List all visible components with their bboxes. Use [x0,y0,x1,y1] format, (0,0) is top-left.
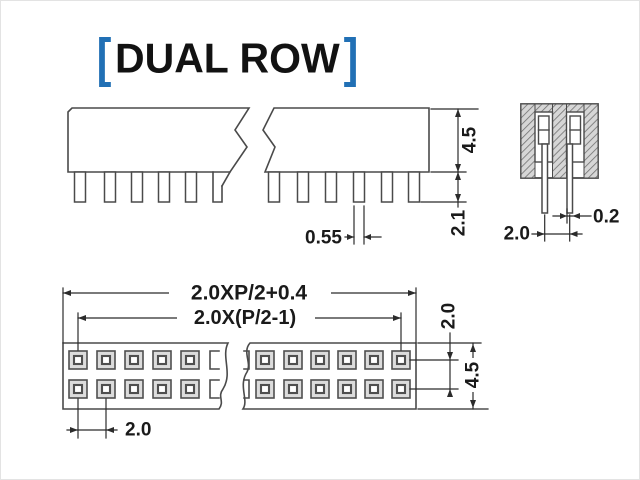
side-view-body-left [67,107,251,173]
dim-body-width: 4.5 [463,361,484,388]
dim-row-pitch: 2.0 [439,303,460,329]
side-view-pins-right [267,171,421,203]
partial-hole [243,350,250,370]
dim-insulator-height: 4.5 [460,126,481,153]
title-bracket-right-icon: ] [343,28,359,88]
end-view-dimensions: 2.0 0.2 [504,207,620,245]
partial-hole [209,350,220,370]
top-view-holes-row-top [67,349,412,371]
partial-hole [243,379,250,399]
dim-pin-width: 0.55 [305,228,342,249]
page-title: DUAL ROW [114,34,340,82]
dim-overall-length-formula: 2.0XP/2+0.4 [191,282,307,305]
end-view [520,103,599,214]
top-view [62,342,417,410]
top-view-holes-row-bottom [67,378,412,400]
dim-end-pin-pitch: 2.0 [504,224,530,245]
dim-pin-length: 2.1 [449,209,470,236]
title-bracket-left-icon: [ [96,28,112,88]
side-view-pins-left [73,170,232,203]
dim-top-pin-pitch: 2.0 [125,420,151,441]
end-view-pin [541,143,549,214]
end-view-hatched-walls [520,103,599,179]
partial-hole [209,379,220,399]
top-view-dimensions: 2.0XP/2+0.4 2.0X(P/2-1) 2.0 2.0 4.5 [62,282,489,441]
side-view-dimensions: 4.5 2.1 0.55 [305,108,481,249]
side-view [67,107,430,203]
partial-pin [212,171,223,203]
side-view-body-right [262,107,430,173]
dim-end-pin-thickness: 0.2 [593,207,619,228]
end-view-pin [566,143,574,214]
drawing-title: [ DUAL ROW ] [95,31,360,85]
dim-pin-span-formula: 2.0X(P/2-1) [194,307,296,329]
